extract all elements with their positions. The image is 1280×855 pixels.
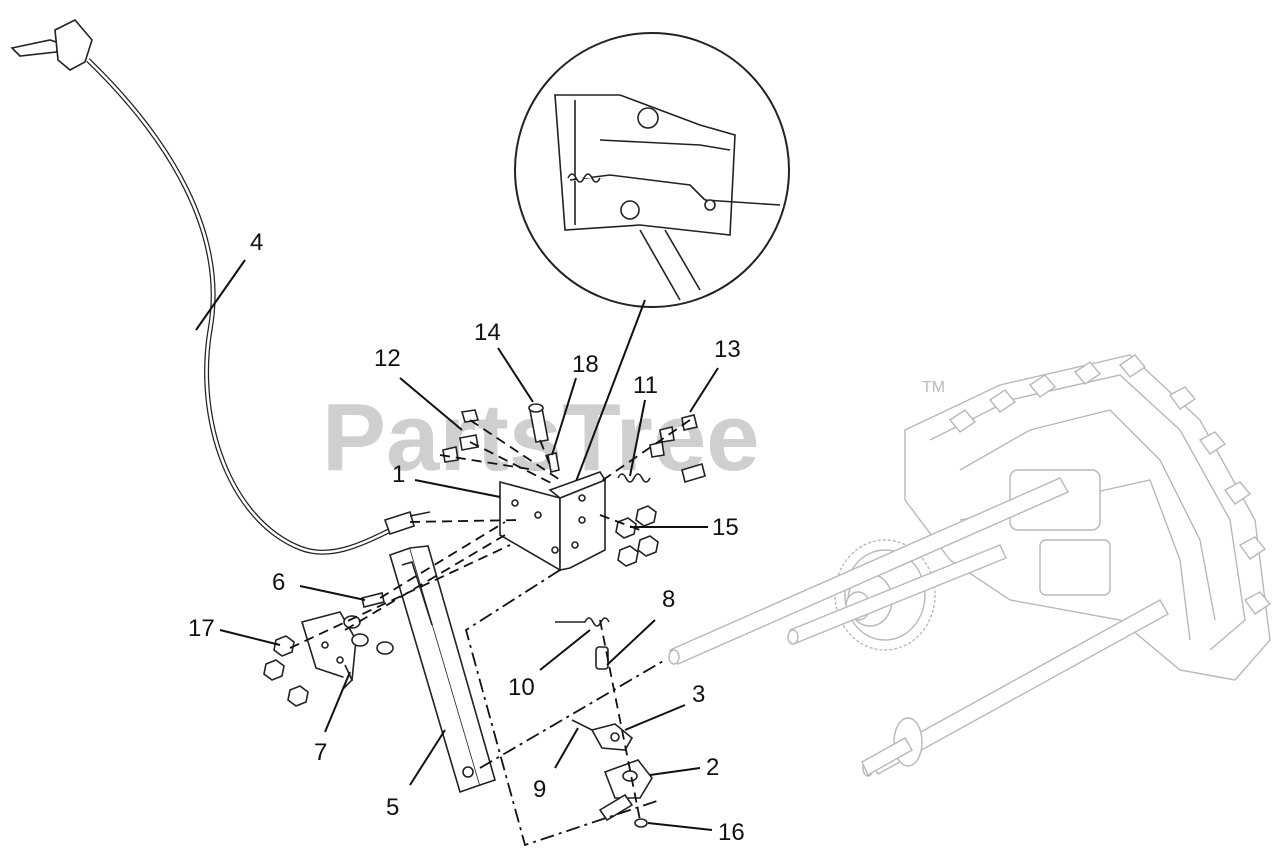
leader-7 [324,671,351,733]
leader-4 [195,259,246,331]
leader-16 [647,822,713,831]
callout-15: 15 [712,514,739,541]
leader-6 [299,585,366,601]
mounting-bracket [499,471,607,572]
callout-4: 4 [250,229,263,256]
callout-1: 1 [392,461,405,488]
callout-leaders [195,259,719,831]
track-drive-assembly [904,354,1272,681]
detent-plate [300,611,357,691]
leader-17 [219,629,281,646]
callout-5: 5 [386,794,399,821]
callout-16: 16 [718,819,745,846]
axle-shafts [668,477,1169,777]
callout-13: 13 [714,336,741,363]
shift-lever [389,545,496,794]
leader-14 [497,347,534,403]
track-lugs [948,354,1272,615]
leader-1 [414,479,501,498]
leader-13 [689,367,719,413]
callout-3: 3 [692,681,705,708]
leader-18 [551,377,577,456]
callout-10: 10 [508,674,535,701]
leader-2 [649,767,701,776]
detail-inset [514,32,790,308]
leader-9 [554,727,579,769]
callout-2: 2 [706,754,719,781]
assembly-lines [289,419,691,847]
leader-11 [629,399,646,477]
callout-7: 7 [314,739,327,766]
leader-10 [539,629,591,671]
callout-14: 14 [474,319,501,346]
leader-5 [409,729,446,786]
leader-12 [399,377,463,431]
leader-3 [624,704,686,731]
inset-pointer [571,299,646,493]
callout-17: 17 [188,615,215,642]
callout-6: 6 [272,569,285,596]
control-cable [10,19,431,555]
callout-11: 11 [633,372,658,399]
callout-12: 12 [374,345,401,372]
callout-18: 18 [572,351,599,378]
callout-8: 8 [662,586,675,613]
callout-9: 9 [533,776,546,803]
leader-8 [606,619,656,666]
callout-numbers: 1 2 3 4 5 6 7 8 9 10 11 12 13 14 15 16 1… [188,229,745,846]
watermark-trademark: TM [922,379,945,396]
